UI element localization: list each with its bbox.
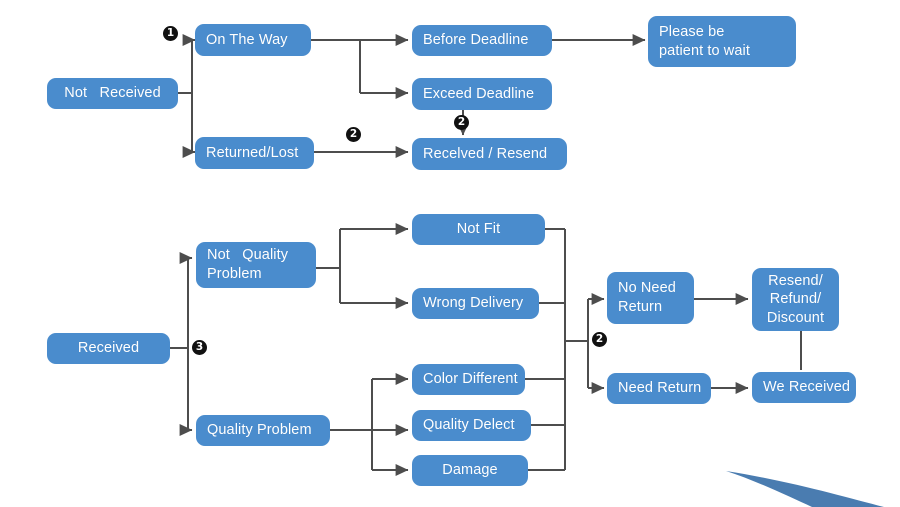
node-quality-problem[interactable]: Quality Problem [196, 415, 330, 446]
node-label-line1: No Need [618, 280, 676, 297]
step-badge-label: 3 [195, 341, 204, 353]
node-resend-refund-discount[interactable]: Resend/ Refund/ Discount [752, 268, 839, 331]
step-badge-3: 3 [192, 340, 207, 355]
node-label-line2: Return [618, 299, 663, 315]
node-quality-delect[interactable]: Quality Delect [412, 410, 531, 441]
node-label-line1: Resend/ [768, 272, 823, 289]
node-color-different[interactable]: Color Different [412, 364, 525, 395]
node-we-received[interactable]: We Received [752, 372, 856, 403]
node-label: Color Different [423, 371, 518, 388]
node-label-line3: Discount [766, 309, 825, 326]
node-label: Not Fit [456, 221, 501, 238]
step-badge-1: 1 [163, 26, 178, 41]
node-please-be-patient[interactable]: Please be patient to wait [648, 16, 796, 67]
step-badge-label: 1 [166, 27, 175, 39]
node-label: Exceed Deadline [423, 85, 535, 102]
node-label: Recelved / Resend [423, 145, 548, 162]
node-label: Not Received [64, 85, 161, 102]
node-label-line2: Refund/ [769, 291, 822, 308]
node-label: Damage [442, 462, 498, 479]
node-not-fit[interactable]: Not Fit [412, 214, 545, 245]
node-label: On The Way [206, 31, 288, 48]
node-before-deadline[interactable]: Before Deadline [412, 25, 552, 56]
node-label: Quality Problem [207, 422, 312, 439]
node-label: We Received [763, 379, 851, 396]
step-badge-label: 2 [595, 333, 604, 345]
node-received[interactable]: Received [47, 333, 170, 364]
node-label-line1: Please be [659, 23, 725, 40]
node-label-line2: Problem [207, 266, 262, 282]
node-label: Received [77, 340, 140, 357]
node-need-return[interactable]: Need Return [607, 373, 711, 404]
node-label: Returned/Lost [206, 144, 299, 161]
node-exceed-deadline[interactable]: Exceed Deadline [412, 78, 552, 110]
node-label-line2: patient to wait [659, 42, 750, 59]
node-label: Before Deadline [423, 32, 529, 49]
node-not-received[interactable]: Not Received [47, 78, 178, 109]
node-label: Wrong Delivery [423, 295, 524, 312]
node-label: Quality Delect [423, 417, 515, 434]
node-wrong-delivery[interactable]: Wrong Delivery [412, 288, 539, 319]
step-badge-label: 2 [349, 128, 358, 140]
node-recelved-resend[interactable]: Recelved / Resend [412, 138, 567, 170]
step-badge-2-exceed: 2 [454, 115, 469, 130]
node-label-line1: Not Quality [207, 247, 289, 264]
node-not-quality-problem[interactable]: Not Quality Problem [196, 242, 316, 288]
node-returned-lost[interactable]: Returned/Lost [195, 137, 314, 169]
step-badge-label: 2 [457, 116, 466, 128]
step-badge-2-return: 2 [592, 332, 607, 347]
step-badge-2-returned: 2 [346, 127, 361, 142]
node-on-the-way[interactable]: On The Way [195, 24, 311, 56]
node-damage[interactable]: Damage [412, 455, 528, 486]
node-no-need-return[interactable]: No Need Return [607, 272, 694, 324]
node-label: Need Return [618, 380, 702, 397]
